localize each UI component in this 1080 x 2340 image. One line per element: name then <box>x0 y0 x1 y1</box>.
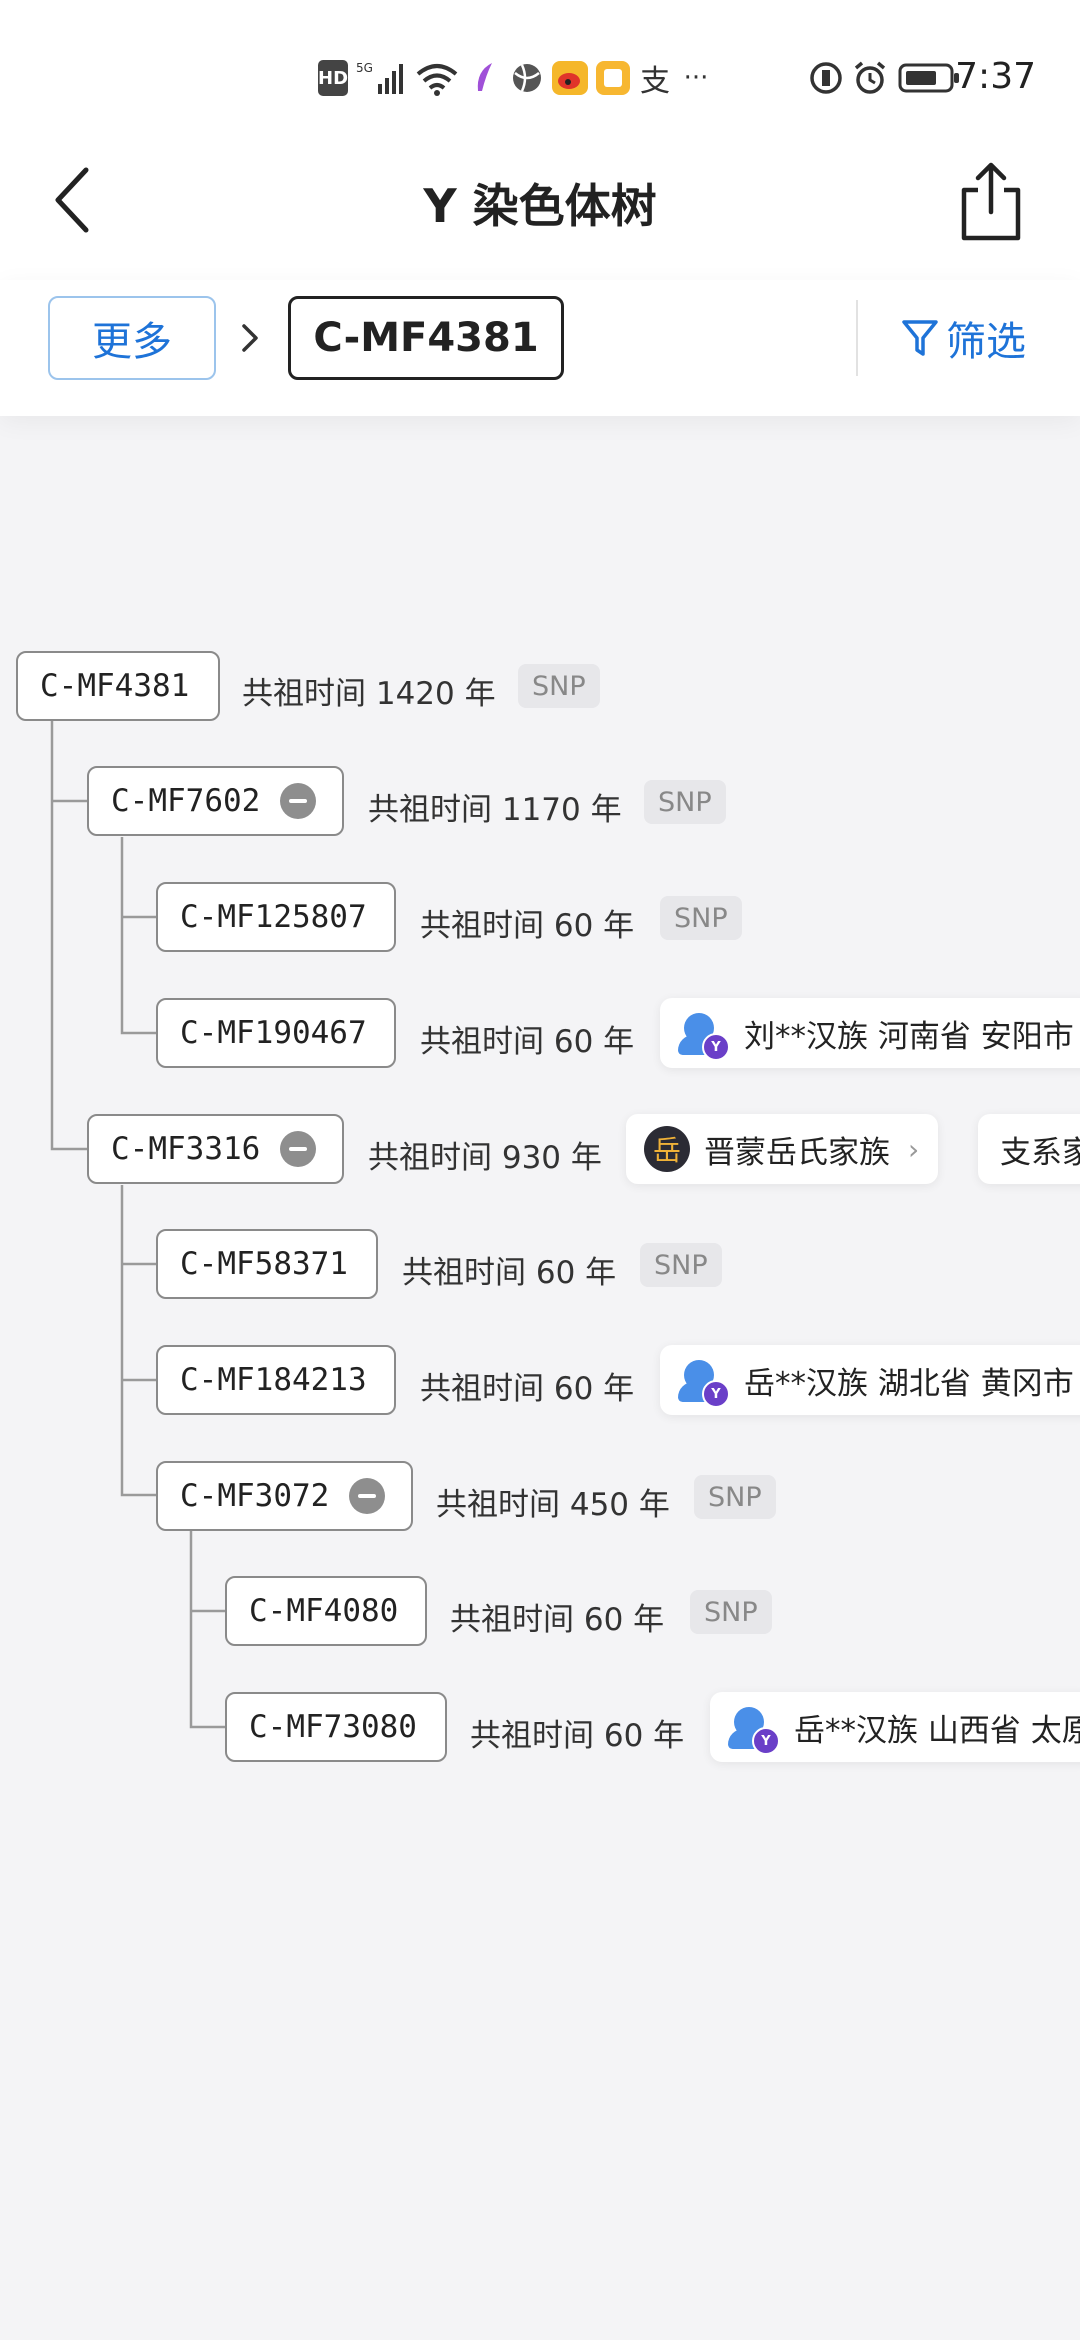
hd-icon: HD <box>318 60 348 96</box>
family-name: 晋蒙岳氏家族 <box>704 1134 890 1171</box>
branch-label: 支系家 <box>1000 1134 1080 1171</box>
tree-node-root[interactable]: C-MF4381 <box>16 651 220 721</box>
node-id: C-MF58371 <box>180 1246 348 1282</box>
chevron-right-icon: › <box>908 1132 920 1166</box>
node-id: C-MF3072 <box>180 1478 330 1514</box>
back-button[interactable] <box>44 160 104 240</box>
page-title: Y 染色体树 <box>423 179 657 233</box>
5g-signal-icon: 5G <box>356 60 406 96</box>
divider <box>856 300 858 376</box>
wifi-icon <box>414 60 460 96</box>
node-time: 共祖时间 930 年 <box>368 1140 602 1176</box>
node-id: C-MF125807 <box>180 899 367 935</box>
share-button[interactable] <box>956 160 1026 244</box>
node-time: 共祖时间 60 年 <box>402 1255 617 1291</box>
node-time: 共祖时间 450 年 <box>436 1487 670 1523</box>
svg-text:5G: 5G <box>356 61 373 75</box>
alarm-icon <box>852 60 888 96</box>
snp-tag[interactable]: SNP <box>690 1590 772 1634</box>
snp-tag[interactable]: SNP <box>694 1475 776 1519</box>
breadcrumb-current[interactable]: C-MF4381 <box>288 296 564 380</box>
tree-node[interactable]: C-MF58371 <box>156 1229 378 1299</box>
node-time: 共祖时间 60 年 <box>420 1371 635 1407</box>
user-avatar-icon: Y <box>728 1703 780 1755</box>
node-time: 共祖时间 60 年 <box>450 1602 665 1638</box>
tree-node[interactable]: C-MF3072 <box>156 1461 413 1531</box>
share-icon <box>961 162 1021 241</box>
alipay-icon: 支 <box>640 64 670 99</box>
node-id: C-MF4381 <box>40 668 190 704</box>
chevron-right-icon <box>236 318 264 358</box>
collapse-icon[interactable] <box>280 1131 317 1167</box>
family-card[interactable]: 岳 晋蒙岳氏家族 › <box>626 1114 938 1184</box>
user-card[interactable]: Y 岳**汉族 湖北省 黄冈市 <box>660 1345 1080 1415</box>
user-avatar-icon: Y <box>678 1009 730 1061</box>
more-notifications-icon: ··· <box>683 63 709 93</box>
collapse-icon[interactable] <box>280 783 317 819</box>
branch-card[interactable]: 支系家 <box>978 1114 1080 1184</box>
user-avatar-icon: Y <box>678 1356 730 1408</box>
user-info: 岳**汉族 山西省 太原 <box>794 1712 1080 1749</box>
snp-tag[interactable]: SNP <box>660 896 742 940</box>
notes-app-icon <box>596 60 630 96</box>
weibo-icon <box>552 60 588 96</box>
node-time: 共祖时间 60 年 <box>470 1718 685 1754</box>
family-badge-icon: 岳 <box>644 1126 690 1172</box>
back-arrow-icon <box>55 167 89 233</box>
app-header <box>0 130 1080 280</box>
status-time: 7:37 <box>955 56 1036 97</box>
snp-tag[interactable]: SNP <box>640 1243 722 1287</box>
user-info: 岳**汉族 湖北省 黄冈市 <box>744 1365 1074 1402</box>
globe-app-icon <box>510 60 544 96</box>
user-card[interactable]: Y 岳**汉族 山西省 太原 <box>710 1692 1080 1762</box>
node-id: C-MF3316 <box>111 1131 261 1167</box>
tree-node[interactable]: C-MF184213 <box>156 1345 396 1415</box>
tree-node[interactable]: C-MF7602 <box>87 766 344 836</box>
node-time: 共祖时间 60 年 <box>420 1024 635 1060</box>
snp-tag[interactable]: SNP <box>644 780 726 824</box>
tree-node[interactable]: C-MF73080 <box>225 1692 447 1762</box>
collapse-icon[interactable] <box>349 1478 386 1514</box>
filter-button[interactable]: 筛选 <box>900 306 1026 370</box>
user-info: 刘**汉族 河南省 安阳市 <box>744 1018 1074 1055</box>
status-bar: HD 5G 支 ··· 7:37 <box>0 0 1080 130</box>
tree-node[interactable]: C-MF4080 <box>225 1576 427 1646</box>
user-card[interactable]: Y 刘**汉族 河南省 安阳市 <box>660 998 1080 1068</box>
node-id: C-MF7602 <box>111 783 261 819</box>
tree-node[interactable]: C-MF3316 <box>87 1114 344 1184</box>
more-button[interactable]: 更多 <box>48 296 216 380</box>
node-id: C-MF4080 <box>249 1593 399 1629</box>
data-saver-icon <box>808 60 844 96</box>
snp-tag[interactable]: SNP <box>518 664 600 708</box>
node-time: 共祖时间 1170 年 <box>368 792 622 828</box>
node-time: 共祖时间 1420 年 <box>242 676 496 712</box>
node-id: C-MF190467 <box>180 1015 367 1051</box>
feather-app-icon <box>472 60 498 96</box>
filter-label: 筛选 <box>946 319 1026 365</box>
battery-icon <box>898 60 960 96</box>
node-id: C-MF73080 <box>249 1709 417 1745</box>
tree-node[interactable]: C-MF190467 <box>156 998 396 1068</box>
node-time: 共祖时间 60 年 <box>420 908 635 944</box>
node-id: C-MF184213 <box>180 1362 367 1398</box>
filter-icon <box>902 320 938 356</box>
tree-node[interactable]: C-MF125807 <box>156 882 396 952</box>
